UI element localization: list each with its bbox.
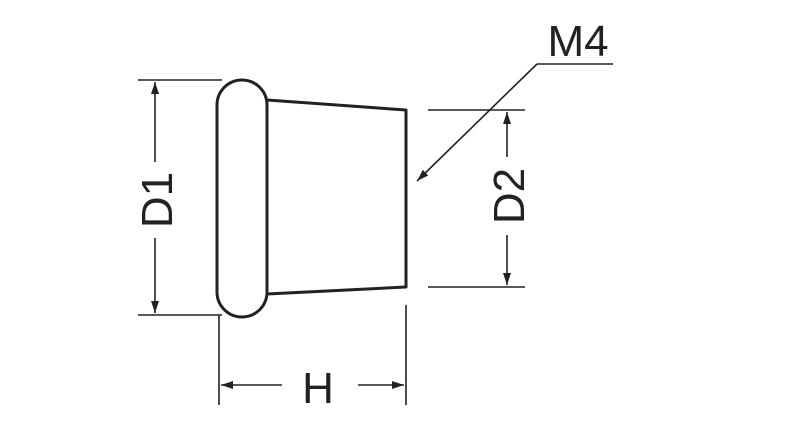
- m4-leader-line: [416, 63, 538, 182]
- h-dimension: [218, 305, 407, 405]
- h-label: H: [302, 364, 334, 413]
- knob-outline: [215, 78, 408, 319]
- m4-label: M4: [547, 17, 608, 66]
- knob-body: [266, 98, 408, 296]
- m4-leader: [416, 63, 613, 182]
- d1-label: D1: [133, 172, 182, 228]
- d1-dimension: [138, 79, 222, 316]
- knob-head: [215, 78, 269, 319]
- d2-dimension: [428, 109, 525, 288]
- d2-label: D2: [485, 168, 534, 224]
